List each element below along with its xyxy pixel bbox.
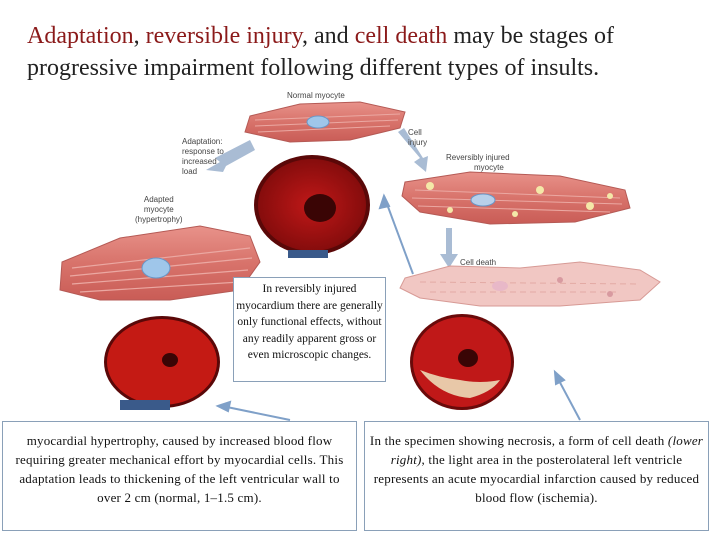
label-line: myocyte [446,163,510,173]
label-reversibly-injured: Reversibly injured myocyte [446,153,510,173]
dead-myocyte [400,262,660,306]
label-line: Adaptation: [182,137,224,147]
note-reversible-injury: In reversibly injured myocardium there a… [233,277,386,382]
hypertrophied-myocyte [60,226,260,300]
label-line: injury [408,138,427,148]
label-adaptation: Adaptation: response to increased load [182,137,224,177]
note-text: In the specimen showing necrosis, a form… [370,433,668,448]
label-adapted-myocyte: Adapted myocyte (hypertrophy) [135,195,183,225]
note-text: , the light area in the posterolateral l… [374,452,699,505]
label-line: load [182,167,224,177]
label-line: Adapted [135,195,183,205]
label-line: (hypertrophy) [135,215,183,225]
reversibly-injured-myocyte [402,172,630,224]
label-cell-death: Cell death [460,258,496,268]
label-line: Reversibly injured [446,153,510,163]
label-normal-myocyte: Normal myocyte [287,91,345,101]
heart-section-infarct [410,314,514,410]
normal-myocyte [245,102,405,142]
note-hypertrophy: myocardial hypertrophy, caused by increa… [2,421,357,531]
heart-section-normal [254,155,370,258]
label-cell-injury: Cell injury [408,128,427,148]
heart-section-hypertrophy [104,316,220,410]
label-line: Cell [408,128,427,138]
note-necrosis: In the specimen showing necrosis, a form… [364,421,709,531]
label-line: increased [182,157,224,167]
label-line: myocyte [135,205,183,215]
label-line: response to [182,147,224,157]
